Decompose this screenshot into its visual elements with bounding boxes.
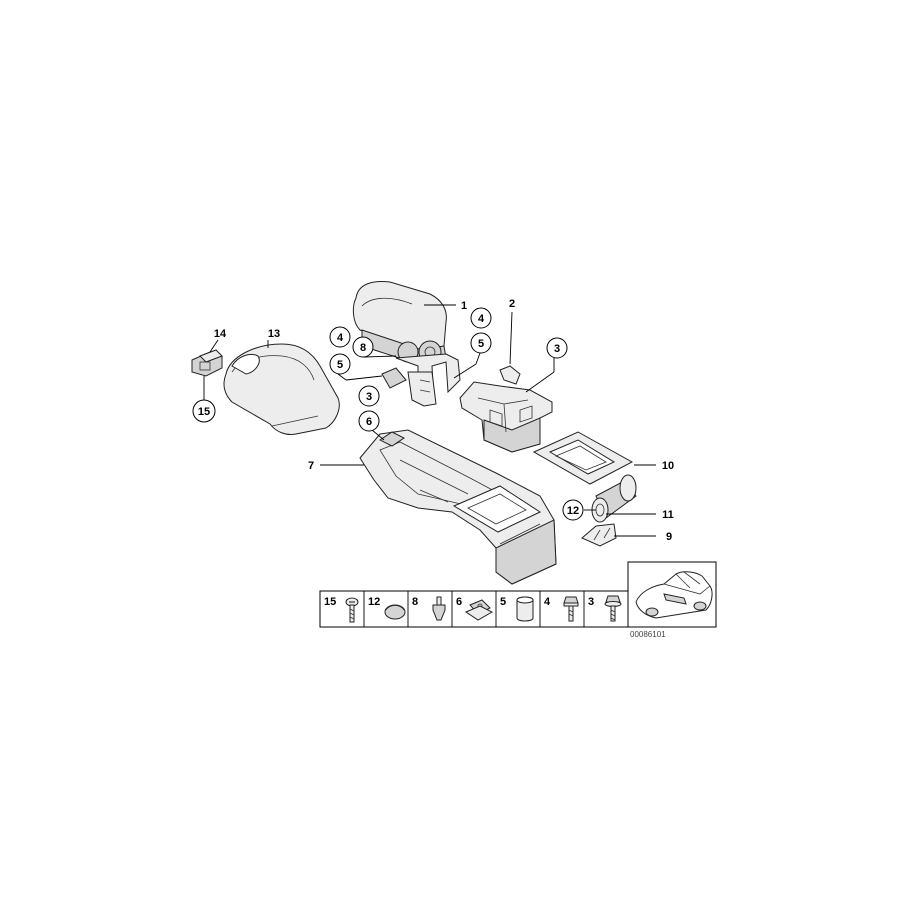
roller-cylinder <box>591 474 637 523</box>
rubber-plug-icon <box>384 604 406 620</box>
callout-5-right-label: 5 <box>478 338 484 350</box>
callout-11-label: 11 <box>662 509 674 521</box>
strip-cell-15: 15 <box>324 596 336 608</box>
callout-13-label: 13 <box>268 328 280 340</box>
callout-9-label: 9 <box>666 531 672 543</box>
leader-lines <box>203 304 656 537</box>
callout-2-label: 2 <box>509 298 515 310</box>
callout-2: 2 <box>509 298 515 310</box>
center-console-base <box>359 429 557 585</box>
vehicle-thumbnail <box>627 561 717 628</box>
callout-4-right: 4 <box>470 307 492 329</box>
callout-3-tray-label: 3 <box>554 343 560 355</box>
hex-screw-icon <box>563 596 579 622</box>
strip-cell-12: 12 <box>368 596 380 608</box>
callout-10-label: 10 <box>662 460 674 472</box>
callout-5-left: 5 <box>329 353 351 375</box>
callout-9: 9 <box>666 531 672 543</box>
callout-13: 13 <box>268 328 280 340</box>
push-clip-icon <box>432 596 446 621</box>
hardware-strip: 15 12 8 6 5 4 3 <box>319 590 629 628</box>
strip-cell-8: 8 <box>412 596 418 608</box>
callout-7: 7 <box>308 460 314 472</box>
strip-cell-5: 5 <box>500 596 506 608</box>
callout-1-label: 1 <box>461 300 467 312</box>
callout-5-left-label: 5 <box>337 359 343 371</box>
callout-15-label: 15 <box>198 406 210 418</box>
diagram-code: 00086101 <box>630 630 666 639</box>
callout-10: 10 <box>662 460 674 472</box>
callout-4-left: 4 <box>329 326 351 348</box>
callout-3-console-label: 3 <box>366 391 372 403</box>
screw-washer-icon <box>604 595 622 622</box>
callout-3-tray: 3 <box>546 337 568 359</box>
callout-7-label: 7 <box>308 460 314 472</box>
callout-8-label: 8 <box>360 342 366 354</box>
callout-6-label: 6 <box>366 416 372 428</box>
callout-12: 12 <box>562 499 584 521</box>
callout-4-left-label: 4 <box>337 332 344 344</box>
callout-15: 15 <box>192 399 216 423</box>
strip-cell-4: 4 <box>544 596 551 608</box>
screw-oval-head-icon <box>345 597 359 623</box>
storage-tray <box>459 365 553 453</box>
armrest-cushion <box>223 343 340 435</box>
callout-6: 6 <box>358 410 380 432</box>
callout-14: 14 <box>214 328 227 340</box>
callout-3-console: 3 <box>358 385 380 407</box>
callout-11: 11 <box>662 509 674 521</box>
callout-8: 8 <box>352 336 374 358</box>
tray-frame <box>532 431 634 485</box>
callout-14-label: 14 <box>214 328 227 340</box>
clip-nut-icon <box>464 599 494 621</box>
retaining-clip <box>581 523 617 547</box>
rubber-buffer-icon <box>516 596 534 622</box>
callout-5-right: 5 <box>470 332 492 354</box>
armrest-latch <box>191 349 223 377</box>
callout-12-label: 12 <box>567 505 579 517</box>
callout-4-right-label: 4 <box>478 313 485 325</box>
armrest-upper-assembly <box>352 281 461 407</box>
callout-1: 1 <box>461 300 467 312</box>
strip-cell-6: 6 <box>456 596 462 608</box>
strip-cell-3: 3 <box>588 596 594 608</box>
